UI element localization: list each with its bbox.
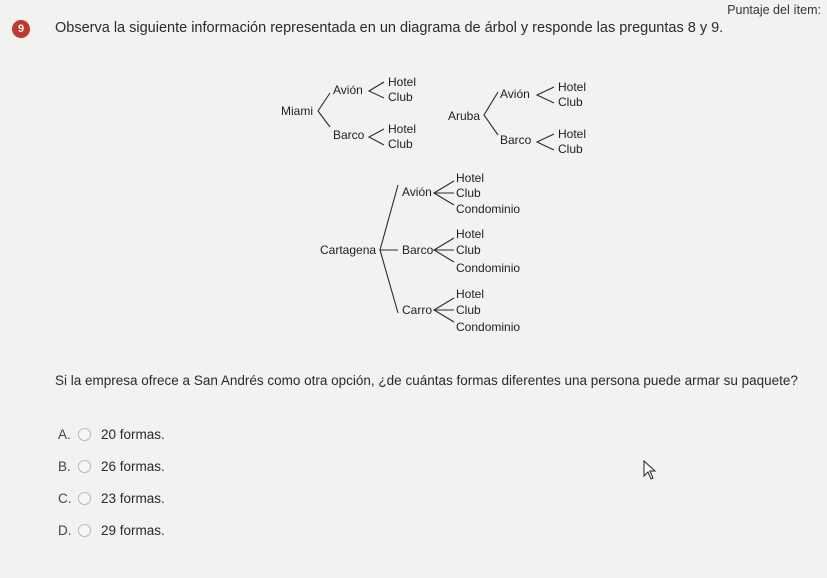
tree-leaf-label: Condominio [456, 261, 520, 275]
tree-leaf-label: Club [558, 95, 583, 109]
tree-leaf-label: Condominio [456, 202, 520, 216]
tree-leaf-label: Hotel [456, 227, 484, 241]
tree-leaf-label: Club [388, 90, 413, 104]
answer-options: A. 20 formas. B. 26 formas. C. 23 formas… [58, 418, 165, 546]
tree-leaf-label: Condominio [456, 320, 520, 334]
tree-root-cartagena: Cartagena [320, 243, 376, 257]
tree-leaf-label: Hotel [558, 127, 586, 141]
tree-leaf-label: Hotel [456, 287, 484, 301]
tree-leaf-label: Hotel [388, 75, 416, 89]
question-text: Si la empresa ofrece a San Andrés como o… [55, 373, 798, 388]
tree-branch-label: Avión [333, 83, 363, 97]
tree-branch-label: Barco [402, 243, 434, 257]
option-label: 26 formas. [101, 458, 165, 474]
option-d[interactable]: D. 29 formas. [58, 514, 165, 546]
option-c[interactable]: C. 23 formas. [58, 482, 165, 514]
tree-diagram: Miami Avión Hotel Club Barco Hotel Club … [281, 75, 586, 334]
radio-button[interactable] [78, 491, 91, 505]
radio-button[interactable] [78, 523, 91, 537]
question-prompt: Observa la siguiente información represe… [55, 20, 724, 36]
option-letter: D. [58, 522, 72, 538]
tree-root-aruba: Aruba [448, 109, 480, 123]
option-letter: C. [58, 490, 72, 506]
tree-aruba: Aruba Avión Hotel Club Barco Hotel Club [448, 80, 586, 156]
option-label: 29 formas. [101, 522, 165, 538]
option-letter: A. [58, 426, 71, 442]
tree-root-miami: Miami [281, 104, 313, 118]
tree-leaf-label: Club [456, 186, 481, 200]
option-a[interactable]: A. 20 formas. [58, 418, 165, 450]
tree-branch-label: Barco [333, 128, 365, 142]
tree-cartagena: Cartagena Avión Hotel Club Condominio Ba… [320, 171, 520, 334]
option-b[interactable]: B. 26 formas. [58, 450, 165, 482]
tree-leaf-label: Club [456, 243, 481, 257]
tree-branch-label: Avión [402, 185, 432, 199]
tree-branch-label: Avión [500, 87, 530, 101]
item-score-label: Puntaje del ítem: [727, 3, 821, 17]
tree-miami: Miami Avión Hotel Club Barco Hotel Club [281, 75, 416, 151]
mouse-cursor-icon [643, 460, 657, 480]
option-label: 20 formas. [101, 426, 165, 442]
tree-leaf-label: Club [558, 142, 583, 156]
tree-leaf-label: Club [388, 137, 413, 151]
tree-leaf-label: Hotel [388, 122, 416, 136]
tree-branch-label: Carro [402, 303, 432, 317]
option-letter: B. [58, 458, 71, 474]
tree-branch-label: Barco [500, 133, 532, 147]
radio-button[interactable] [78, 427, 91, 441]
tree-leaf-label: Club [456, 303, 481, 317]
question-number-badge: 9 [12, 20, 30, 38]
tree-leaf-label: Hotel [456, 171, 484, 185]
option-label: 23 formas. [101, 490, 165, 506]
tree-leaf-label: Hotel [558, 80, 586, 94]
radio-button[interactable] [78, 459, 91, 473]
